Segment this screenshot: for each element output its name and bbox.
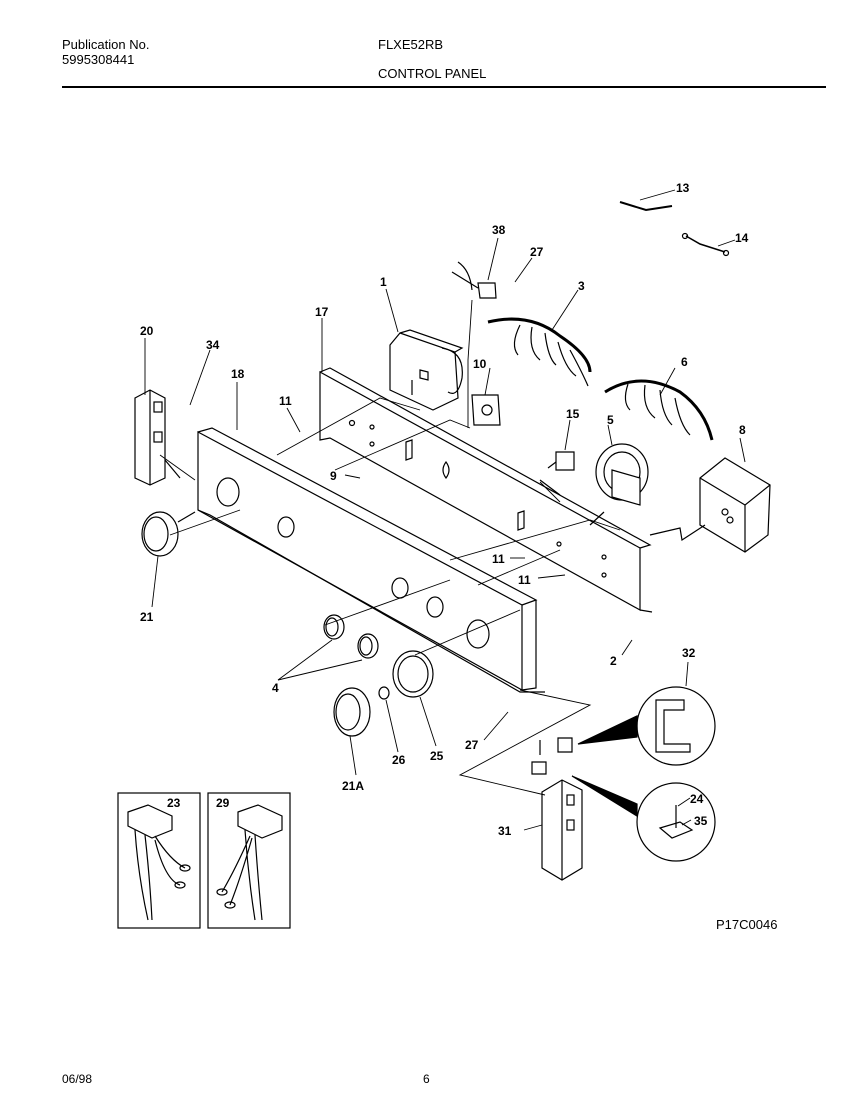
callout-23: 23: [167, 796, 181, 810]
diagram-reference-code: P17C0046: [716, 917, 778, 932]
page-number: 6: [423, 1072, 430, 1086]
callout-24: 24: [690, 792, 704, 806]
knob-part-4a: [323, 614, 345, 640]
callout-34: 34: [206, 338, 220, 352]
panel-hole: [277, 516, 295, 538]
callout-26: 26: [392, 753, 406, 767]
panel-hole: [216, 477, 240, 507]
end-cap-part-20: [134, 389, 181, 486]
inset-harness-23: [117, 792, 201, 929]
panel-hole: [426, 596, 444, 618]
callout-17: 17: [315, 305, 329, 319]
callout-15: 15: [566, 407, 580, 421]
washer-part-26: [378, 686, 390, 700]
callout-27-b: 27: [465, 738, 479, 752]
panel-hole: [466, 619, 490, 649]
callout-3: 3: [578, 279, 585, 293]
knob-part-21: [141, 511, 196, 557]
detail-callout-24-35: [571, 775, 716, 862]
callout-5: 5: [607, 413, 614, 427]
callout-1: 1: [380, 275, 387, 289]
detail-callout-32: [577, 686, 716, 766]
knob-part-21a: [333, 687, 371, 737]
publication-number: 5995308441: [62, 52, 135, 67]
callout-35: 35: [694, 814, 708, 828]
callout-27-a: 27: [530, 245, 544, 259]
callout-11-b: 11: [492, 552, 505, 566]
mounting-bracket-part-17: [319, 367, 653, 613]
callout-18: 18: [231, 367, 245, 381]
leader-lines: [144, 189, 746, 831]
footer-date: 06/98: [62, 1072, 93, 1086]
callout-6: 6: [681, 355, 688, 369]
clip-hardware: [531, 737, 573, 775]
knob-part-4b: [357, 633, 379, 659]
callout-20: 20: [140, 324, 154, 338]
callout-11-a: 11: [279, 394, 292, 408]
callout-29: 29: [216, 796, 230, 810]
wire-harness-part-6: [604, 379, 714, 441]
callout-4: 4: [272, 681, 279, 695]
callout-14: 14: [735, 231, 749, 245]
small-hardware: [451, 201, 730, 496]
callout-2: 2: [610, 654, 617, 668]
callout-32: 32: [682, 646, 696, 660]
callout-10: 10: [473, 357, 487, 371]
callout-13: 13: [676, 181, 690, 195]
header-divider: [62, 86, 826, 88]
switch-part-5: [589, 443, 649, 526]
callout-21a: 21A: [342, 779, 364, 793]
publication-label: Publication No.: [62, 37, 150, 52]
callout-25: 25: [430, 749, 444, 763]
callout-11-c: 11: [518, 573, 531, 587]
timer-part-1: [389, 329, 464, 411]
callout-31: 31: [498, 824, 512, 838]
callout-38: 38: [492, 223, 506, 237]
callout-21: 21: [140, 610, 154, 624]
section-title: CONTROL PANEL: [378, 66, 487, 81]
inset-harness-29: [207, 792, 291, 929]
callout-8: 8: [739, 423, 746, 437]
end-cap-part-31: [541, 779, 583, 881]
model-number: FLXE52RB: [378, 37, 444, 52]
callout-labels: 1 2 3 4 5 6 8 9 10 11 11 11 13 14 15 17 …: [140, 181, 749, 838]
wire-harness-part-3: [487, 317, 592, 387]
dial-part-25: [392, 650, 434, 698]
callout-9: 9: [330, 469, 337, 483]
control-board-part-8: [649, 457, 771, 553]
